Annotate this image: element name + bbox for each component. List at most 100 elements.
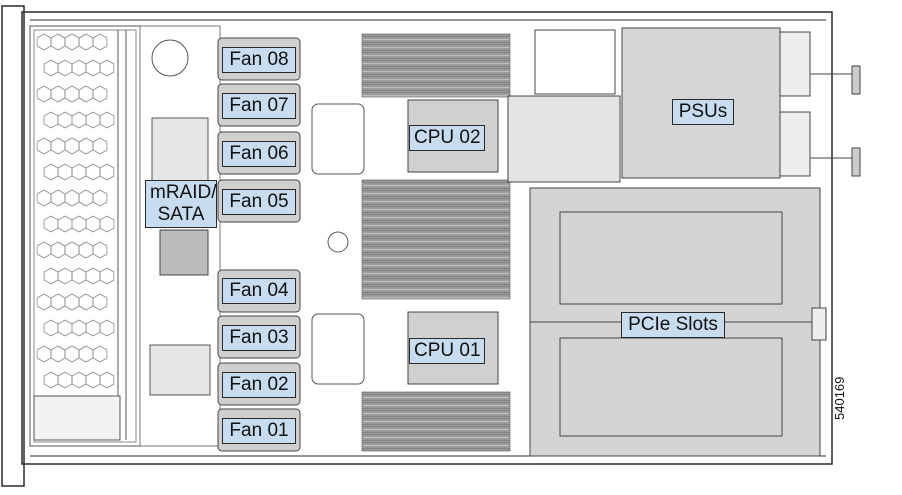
dimm-slot	[361, 271, 511, 276]
vent-hex	[78, 241, 94, 259]
dimm-slot	[361, 295, 511, 300]
dimm-slot	[361, 69, 511, 74]
vent-hex	[99, 319, 115, 337]
dimm-slot	[361, 283, 511, 288]
vent-hex	[50, 33, 66, 51]
vent-hex	[99, 267, 115, 285]
vent-hex	[43, 371, 59, 389]
vent-hex	[78, 293, 94, 311]
vent-hex	[43, 267, 59, 285]
dimm-slot	[361, 89, 511, 94]
vent-hex	[78, 345, 94, 363]
dimm-slot	[361, 403, 511, 408]
airflow-blocks	[311, 103, 365, 385]
vent-hex	[57, 371, 73, 389]
dimm-slot	[361, 255, 511, 260]
dimm-slot	[361, 187, 511, 192]
callout-fan-04: Fan 04	[222, 278, 296, 304]
dimm-slot	[361, 287, 511, 292]
dimm-slot	[361, 391, 511, 396]
dimm-slot	[361, 431, 511, 436]
vent-hex	[50, 241, 66, 259]
vent-hex-pattern	[36, 33, 115, 415]
dimm-slot	[361, 435, 511, 440]
dimm-slot	[361, 423, 511, 428]
dimm-slot	[361, 395, 511, 400]
dimm-slot	[361, 439, 511, 444]
vent-hex	[57, 59, 73, 77]
dimm-slot	[361, 443, 511, 448]
vent-hex	[50, 345, 66, 363]
vent-hex	[36, 241, 52, 259]
dimm-slot	[361, 81, 511, 86]
vent-hex	[36, 293, 52, 311]
dimm-slot	[361, 419, 511, 424]
vent-hex	[85, 163, 101, 181]
vent-hex	[78, 189, 94, 207]
dimm-slot	[361, 179, 511, 184]
vent-hex	[64, 33, 80, 51]
vent-hex	[64, 345, 80, 363]
vent-hex	[92, 189, 108, 207]
vent-hex	[36, 189, 52, 207]
dimm-slot	[361, 37, 511, 42]
vent-hex	[36, 33, 52, 51]
vent-hex	[64, 85, 80, 103]
vent-hex	[85, 319, 101, 337]
vent-hex	[99, 111, 115, 129]
dimm-slot	[361, 215, 511, 220]
dimm-slot	[361, 203, 511, 208]
vent-hex	[92, 293, 108, 311]
vent-hex	[71, 267, 87, 285]
dimm-slot	[361, 243, 511, 248]
dimm-slot	[361, 235, 511, 240]
callout-cpu-01: CPU 01	[409, 338, 485, 364]
vent-hex	[85, 59, 101, 77]
dimm-banks	[361, 33, 511, 452]
dimm-slot	[361, 195, 511, 200]
vent-hex	[43, 59, 59, 77]
vent-hex	[36, 345, 52, 363]
vent-hex	[50, 85, 66, 103]
vent-hex	[36, 85, 52, 103]
callout-mraid-line2: SATA	[157, 204, 205, 225]
vent-hex	[78, 85, 94, 103]
callout-fan-05: Fan 05	[222, 189, 296, 215]
vent-hex	[71, 319, 87, 337]
dimm-slot	[361, 263, 511, 268]
dimm-slot	[361, 53, 511, 58]
vent-hex	[50, 137, 66, 155]
vent-hex	[99, 59, 115, 77]
dimm-slot	[361, 183, 511, 188]
vent-hex	[71, 215, 87, 233]
pcie-risers	[529, 187, 827, 457]
dimm-slot	[361, 247, 511, 252]
vent-hex	[99, 215, 115, 233]
vent-hex	[64, 241, 80, 259]
dimm-slot	[361, 447, 511, 452]
vent-hex	[92, 33, 108, 51]
dimm-slot	[361, 93, 511, 98]
vent-hex	[64, 293, 80, 311]
dimm-slot	[361, 49, 511, 54]
dimm-slot	[361, 279, 511, 284]
vent-hex	[85, 267, 101, 285]
dimm-slot	[361, 415, 511, 420]
vent-hex	[78, 137, 94, 155]
dimm-slot	[361, 85, 511, 90]
dimm-slot	[361, 399, 511, 404]
dimm-slot	[361, 77, 511, 82]
midplane-parts	[33, 25, 221, 447]
figure-number: 540169	[832, 376, 847, 420]
vent-hex	[64, 189, 80, 207]
vent-hex	[71, 163, 87, 181]
dimm-slot	[361, 211, 511, 216]
vent-hex	[71, 371, 87, 389]
vent-hex	[50, 293, 66, 311]
vent-hex	[43, 111, 59, 129]
dimm-slot	[361, 199, 511, 204]
callout-fan-08: Fan 08	[222, 47, 296, 73]
dimm-slot	[361, 223, 511, 228]
vent-hex	[43, 319, 59, 337]
